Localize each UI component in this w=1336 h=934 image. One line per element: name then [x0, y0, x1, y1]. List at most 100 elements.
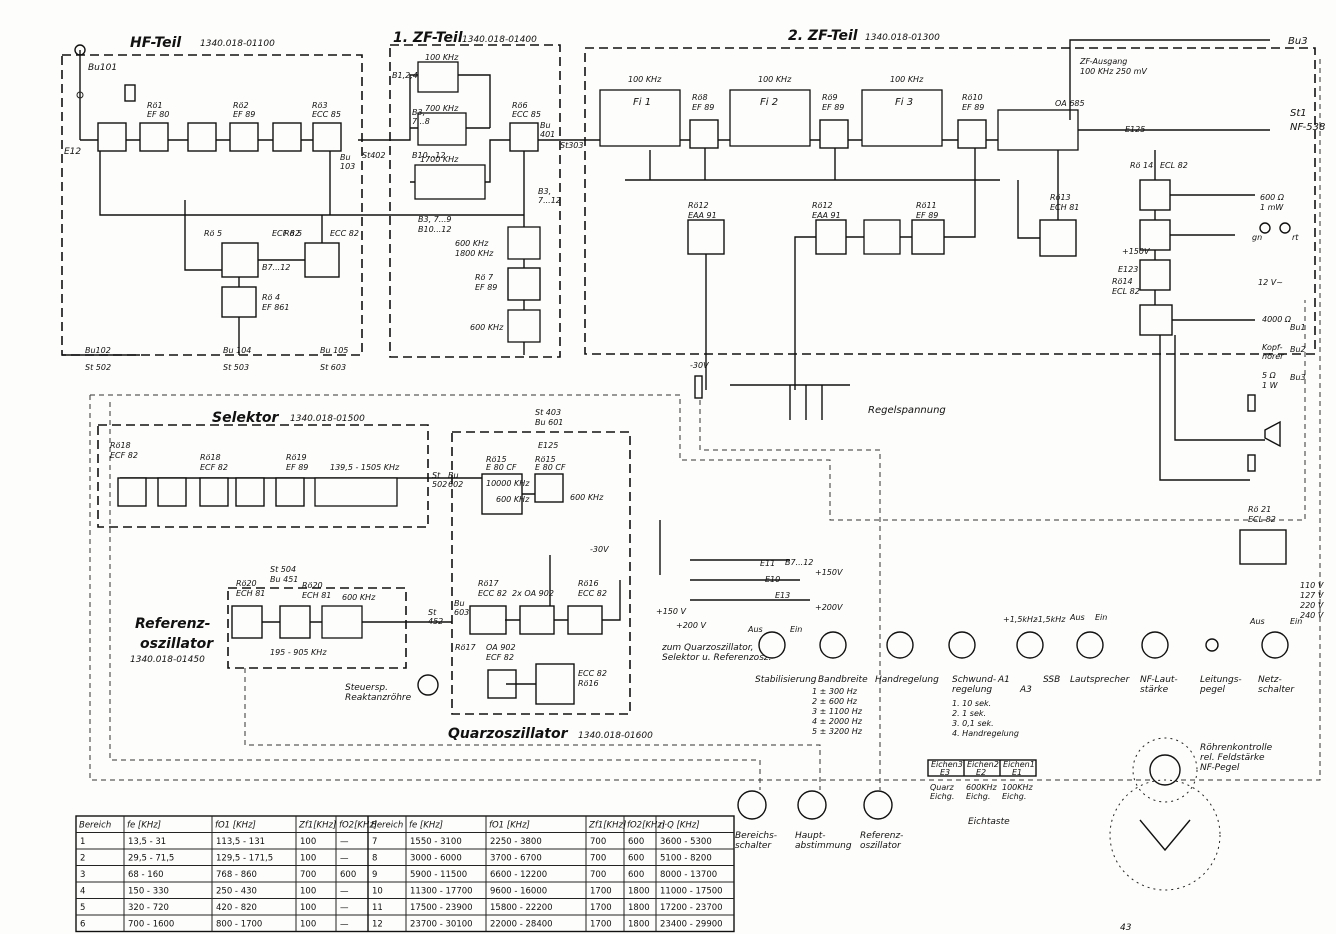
f100d-label: 100 KHz	[890, 75, 924, 84]
f1700-label: 1700 KHz	[420, 155, 459, 164]
ro8-block	[689, 119, 719, 149]
ro20b-label: Rö20	[302, 581, 323, 590]
ro4-block	[221, 286, 257, 318]
table-cell: 9	[372, 870, 377, 880]
ro7-label: Rö 7	[475, 273, 494, 282]
table-cell: 1700	[590, 887, 612, 897]
ro6-label: Rö6	[512, 101, 528, 110]
control-netzschalter[interactable]: Netz-schalter Aus Ein	[1249, 617, 1302, 695]
eich2-label: Eichen2	[967, 760, 999, 769]
table-cell: 13,5 - 31	[128, 837, 166, 847]
e12-label: E12	[64, 147, 81, 157]
plus200b-label: +200 V	[676, 621, 707, 630]
ro20-mixer-block	[231, 605, 263, 639]
fi1-label: Fi 1	[633, 97, 651, 108]
control-handregelung[interactable]: Handregelung	[875, 631, 939, 685]
table-cell: 8	[372, 854, 377, 864]
table-cell: 6	[80, 920, 85, 930]
v12-label: 12 V~	[1258, 278, 1283, 287]
control-ssb[interactable]: +1,5kHz -1,5kHz A1 A3 SSB	[997, 615, 1066, 695]
ro21-label: Rö 21	[1248, 505, 1271, 514]
ro3-type: ECC 85	[312, 110, 341, 119]
table-cell: —	[340, 920, 349, 930]
selektor-osc-block	[157, 477, 187, 507]
eichtaste-label: Eichtaste	[968, 817, 1010, 827]
ro12a-type: EAA 91	[688, 211, 717, 220]
control-referenzoszillator[interactable]: Referenz-oszillator	[860, 790, 903, 851]
hf-teil-frame	[61, 54, 363, 356]
mains-127: 127 V	[1300, 591, 1324, 600]
e3-label: E3	[940, 768, 950, 777]
ro14-amp-block	[1139, 179, 1171, 211]
table-cell: 10	[372, 887, 383, 897]
control-stabilisierung[interactable]: Stabilisierung Aus Ein	[747, 625, 817, 685]
table-cell: 5	[80, 903, 85, 913]
ro20b-type: ECH 81	[302, 591, 331, 600]
table-cell: —	[340, 887, 349, 897]
table-cell: 7	[372, 837, 377, 847]
svg-text:Haupt-abstimmung: Haupt-abstimmung	[795, 831, 852, 851]
table-cell: 6600 - 12200	[490, 870, 547, 880]
svg-text:2. 1 sek.: 2. 1 sek.	[952, 709, 986, 718]
ro9-type: EF 89	[822, 103, 844, 112]
control-bereichsschalter[interactable]: Bereichs-schalter	[735, 790, 777, 851]
control-nf-lautstaerke[interactable]: NF-Laut-stärke	[1140, 631, 1178, 695]
ro9-block	[819, 119, 849, 149]
plus200-label: +200V	[815, 603, 843, 612]
table-cell: 800 - 1700	[216, 920, 262, 930]
load-resistor-1	[1247, 394, 1256, 412]
table-cell: 15800 - 22200	[490, 903, 553, 913]
control-hauptabstimmung[interactable]: Haupt-abstimmung	[795, 790, 852, 851]
table-cell: 3000 - 6000	[410, 854, 462, 864]
v4000-label: 4000 Ω	[1262, 315, 1292, 324]
oa902-label: OA 902	[486, 643, 516, 652]
control-bandbreite[interactable]: Bandbreite 1 ± 300 Hz 2 ± 600 Hz 3 ± 110…	[812, 631, 868, 736]
svg-text:NF-Laut-stärke: NF-Laut-stärke	[1140, 675, 1178, 695]
outer-dashed-loop-4	[244, 668, 821, 790]
svg-text:Aus: Aus	[747, 625, 763, 634]
agc-chain-wires	[705, 180, 976, 390]
control-leitungspegel[interactable]: Leitungs-pegel	[1199, 638, 1242, 695]
hf-input-filter-block	[97, 122, 127, 152]
selektor-title: Selektor	[212, 410, 279, 426]
ro3-label: Rö3	[312, 101, 328, 110]
output-transformer-block	[1139, 219, 1171, 251]
ro5-buffer-block	[304, 242, 340, 278]
outer-dashed-loop-5	[699, 400, 881, 790]
table-cell: 100	[300, 837, 316, 847]
zf2-teil-frame	[584, 47, 1316, 355]
control-lautsprecher[interactable]: Lautsprecher Aus Ein	[1069, 613, 1131, 685]
ro19-type: EF 89	[286, 463, 308, 472]
ro15a-type: E 80 CF	[486, 463, 517, 472]
ref-osc-title-1: Referenz-	[135, 616, 211, 632]
svg-text:1. 10 sek.: 1. 10 sek.	[952, 699, 991, 708]
st603-label: St 603	[320, 363, 346, 372]
table-cell: 17500 - 23900	[410, 903, 473, 913]
table-header-cell: fO2[KHz]	[339, 821, 377, 831]
table-cell: 113,5 - 131	[216, 837, 265, 847]
ro17-label: Rö17	[478, 579, 500, 588]
zf1-filter-bus	[385, 74, 510, 183]
roehrenkontrolle-knob[interactable]	[1149, 754, 1181, 786]
control-schwundregelung[interactable]: Schwund-regelung 1. 10 sek. 2. 1 sek. 3.…	[948, 631, 1019, 738]
table-cell: 23400 - 29900	[660, 920, 723, 930]
table-cell: 700	[300, 870, 316, 880]
table-header-cell: Zf1[KHz]	[298, 821, 336, 831]
ro12-detector-b	[815, 219, 847, 255]
nf-output-wires	[1170, 194, 1255, 236]
ro18b-type: ECF 82	[200, 463, 228, 472]
ro18b-label: Rö18	[200, 453, 221, 462]
zf2-teil-title: 2. ZF-Teil	[788, 28, 858, 44]
table-header-cell: fe [KHz]	[127, 821, 161, 831]
minus30b-label: -30V	[590, 545, 609, 554]
table-cell: 4	[80, 887, 85, 897]
e10-label: E10	[765, 575, 780, 584]
antenna-socket-icon	[74, 44, 86, 56]
svg-text:Leitungs-pegel: Leitungs-pegel	[1199, 675, 1242, 695]
ro15b-label: Rö15	[535, 455, 556, 464]
